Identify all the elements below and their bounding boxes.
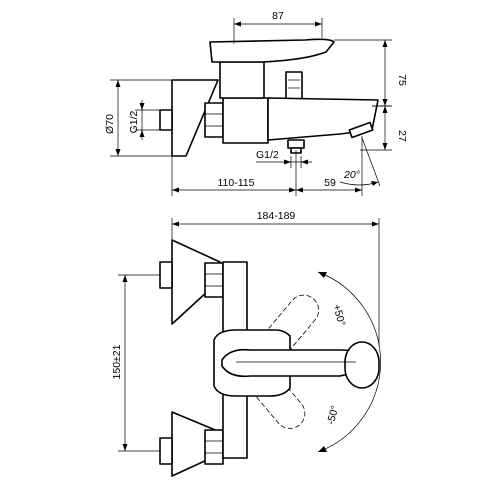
inlet-stub: [159, 109, 173, 131]
dimension-wall-to-body: 110-115: [171, 150, 297, 196]
dimension-lever-height: 75: [334, 39, 408, 107]
side-view: [159, 38, 379, 157]
label-inlet-thread: G1/2: [128, 110, 140, 133]
dimension-spout-reach: 59: [296, 136, 363, 196]
label-wall-to-body: 110-115: [218, 177, 255, 189]
cartridge-column: [219, 61, 265, 99]
hose-outlet: [287, 139, 305, 149]
label-lever-up-angle: +50°: [330, 303, 347, 327]
label-spout-angle: 20°: [343, 169, 360, 181]
dimension-flange-diameter: Ø70: [104, 79, 172, 157]
label-overall-width: 184-189: [257, 210, 296, 222]
dimension-outlet-thread: G1/2: [256, 149, 312, 168]
aerator: [348, 121, 374, 139]
bottom-inlet-stub: [159, 437, 173, 465]
label-top-width: 87: [272, 10, 284, 22]
bottom-hex-nut: [204, 429, 224, 465]
top-hex-nut: [204, 262, 224, 298]
lever-handle: [209, 38, 335, 63]
dimension-spout-angle: 20°: [339, 137, 381, 187]
label-flange-diameter: Ø70: [104, 114, 116, 134]
dimension-lever-angles: +50° -50°: [236, 271, 381, 453]
label-spout-drop: 27: [396, 130, 408, 142]
top-inlet-stub: [159, 261, 173, 289]
lever-cap: [344, 341, 380, 389]
dimension-spout-drop: 27: [360, 105, 408, 151]
label-lever-height: 75: [396, 74, 408, 86]
hex-nut: [204, 102, 224, 138]
label-spout-reach: 59: [324, 177, 336, 189]
dimension-inlet-thread: G1/2: [128, 100, 160, 140]
label-outlet-thread: G1/2: [256, 149, 279, 161]
label-inlet-spacing: 150±21: [111, 344, 123, 379]
dimension-top-width: 87: [233, 10, 323, 44]
label-lever-down-angle: -50°: [325, 404, 342, 426]
front-view: [159, 239, 380, 477]
dimension-inlet-spacing: 150±21: [111, 274, 160, 452]
diverter-knob: [285, 71, 303, 101]
mixer-body: [222, 97, 269, 144]
dimension-overall-width: 184-189: [171, 210, 380, 346]
